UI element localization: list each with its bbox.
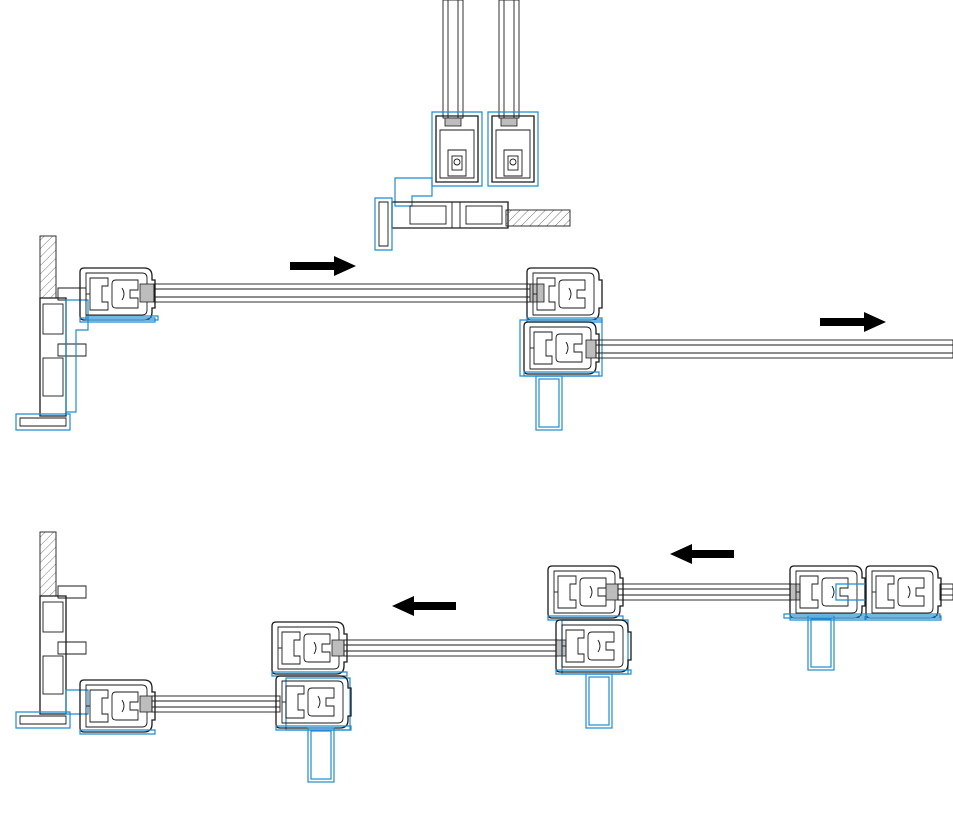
arrow-right-1 bbox=[290, 256, 356, 276]
wall-hatch-lower bbox=[39, 531, 57, 597]
vertical-section-view bbox=[374, 0, 571, 251]
frame-jamb-upper bbox=[15, 287, 89, 431]
left-sash-bottom bbox=[431, 111, 483, 187]
glass-panel-3-lower bbox=[605, 583, 801, 601]
sash-moving-lower-a bbox=[271, 621, 352, 783]
wall-hatch-upper bbox=[39, 235, 57, 299]
sash-moving-lower-b bbox=[547, 565, 632, 729]
glass-panel-2-upper bbox=[585, 339, 953, 359]
glass-panel-1-upper bbox=[139, 283, 545, 303]
right-glass-pane bbox=[498, 0, 520, 119]
bottom-sill-track bbox=[374, 177, 571, 251]
glass-panel-1-lower bbox=[139, 695, 281, 713]
left-glass-pane bbox=[442, 0, 464, 119]
right-sash-bottom bbox=[487, 111, 539, 187]
arrow-left-2 bbox=[670, 544, 734, 564]
glass-panel-2-lower bbox=[331, 639, 567, 657]
sash-meeting-pair bbox=[783, 565, 953, 671]
plan-view-opening-left bbox=[15, 531, 953, 783]
arrow-left-1 bbox=[392, 596, 456, 616]
arrow-right-2 bbox=[820, 312, 886, 332]
sash-moving-upper-b bbox=[519, 319, 603, 431]
frame-jamb-lower bbox=[15, 585, 89, 729]
plan-view-opening-right bbox=[15, 235, 953, 431]
